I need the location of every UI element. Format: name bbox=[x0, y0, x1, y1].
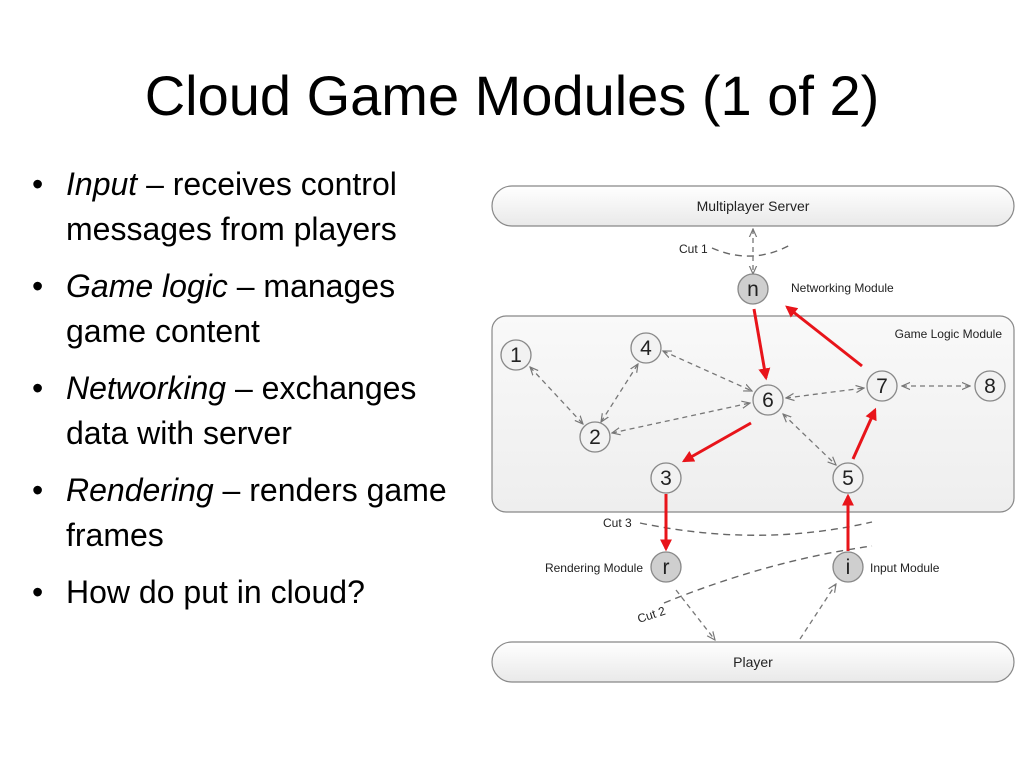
node-3: 3 bbox=[650, 462, 682, 494]
node-2: 2 bbox=[579, 421, 611, 453]
bullet-networking: Networking – exchanges data with server bbox=[30, 366, 480, 456]
node-6: 6 bbox=[752, 384, 784, 416]
node-1-label: 1 bbox=[510, 344, 522, 367]
node-4: 4 bbox=[630, 332, 662, 364]
bullet-game-logic: Game logic – manages game content bbox=[30, 264, 480, 354]
node-8: 8 bbox=[974, 370, 1006, 402]
node-r: r bbox=[650, 551, 682, 583]
edge-1-2 bbox=[530, 367, 583, 424]
networking-module-label: Networking Module bbox=[791, 281, 894, 295]
red-arrow-6-3 bbox=[681, 421, 752, 463]
node-n: n bbox=[737, 273, 769, 305]
red-arrow-5-7 bbox=[851, 407, 877, 460]
bullet-text: – receives control messages from players bbox=[66, 166, 397, 247]
cut-3-line bbox=[639, 521, 873, 536]
bullet-term: Input bbox=[66, 166, 138, 202]
input-module-label: Input Module bbox=[870, 561, 940, 575]
node-i: i bbox=[832, 551, 864, 583]
edge-2-4 bbox=[601, 364, 638, 422]
edge-r-player bbox=[675, 589, 715, 640]
node-4-label: 4 bbox=[640, 337, 652, 360]
cut-2-label: Cut 2 bbox=[636, 604, 668, 626]
bullet-text: – manages game content bbox=[66, 268, 396, 349]
node-7: 7 bbox=[866, 370, 898, 402]
bullet-list: Input – receives control messages from p… bbox=[30, 162, 480, 627]
edge-2-6 bbox=[612, 403, 750, 433]
rendering-module-label: Rendering Module bbox=[545, 561, 643, 575]
node-r-label: r bbox=[663, 556, 670, 579]
node-5: 5 bbox=[832, 462, 864, 494]
cut-3-label: Cut 3 bbox=[603, 516, 632, 530]
node-1: 1 bbox=[500, 339, 532, 371]
node-3-label: 3 bbox=[660, 467, 672, 490]
player-label: Player bbox=[733, 654, 773, 670]
bullet-term: Networking bbox=[66, 370, 227, 406]
red-arrow-7-n bbox=[785, 305, 863, 368]
bullet-text: How do put in cloud? bbox=[66, 574, 365, 610]
node-2-label: 2 bbox=[589, 426, 601, 449]
bullet-text: – renders game frames bbox=[66, 472, 447, 553]
multiplayer-server-label: Multiplayer Server bbox=[697, 198, 810, 214]
node-6-label: 6 bbox=[762, 389, 774, 412]
slide-title: Cloud Game Modules (1 of 2) bbox=[144, 64, 880, 127]
bullet-rendering: Rendering – renders game frames bbox=[30, 468, 480, 558]
edge-4-6 bbox=[663, 351, 752, 391]
node-n-label: n bbox=[747, 278, 759, 301]
bullet-text: – exchanges data with server bbox=[66, 370, 417, 451]
edge-player-i bbox=[799, 584, 836, 640]
bullet-input: Input – receives control messages from p… bbox=[30, 162, 480, 252]
game-logic-module-label: Game Logic Module bbox=[895, 327, 1003, 341]
player-bar bbox=[491, 641, 1015, 683]
bullet-cloud-question: How do put in cloud? bbox=[30, 570, 480, 615]
cut-2-line bbox=[663, 545, 873, 604]
cut-1-line bbox=[711, 243, 793, 257]
cut-1-label: Cut 1 bbox=[679, 242, 708, 256]
bullet-term: Game logic bbox=[66, 268, 228, 304]
red-arrow-n-6 bbox=[752, 308, 771, 381]
edge-6-5 bbox=[783, 414, 836, 465]
bullet-term: Rendering bbox=[66, 472, 214, 508]
node-5-label: 5 bbox=[842, 467, 854, 490]
edge-6-7 bbox=[786, 388, 864, 398]
node-i-label: i bbox=[846, 556, 851, 579]
multiplayer-server-bar bbox=[491, 185, 1015, 227]
node-7-label: 7 bbox=[876, 375, 888, 398]
node-8-label: 8 bbox=[984, 375, 996, 398]
game-logic-module-box bbox=[491, 315, 1015, 513]
